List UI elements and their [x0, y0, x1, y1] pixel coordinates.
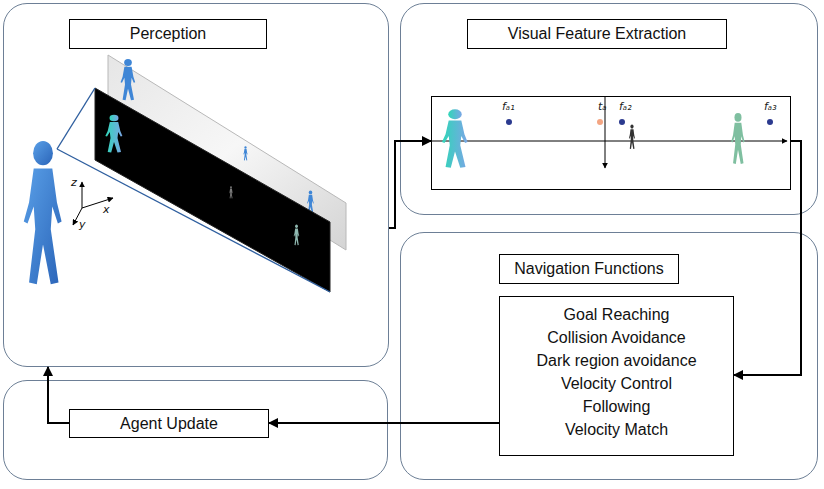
flow-arrow [734, 141, 801, 375]
flow-arrow [48, 367, 69, 423]
function-item: Dark region avoidance [500, 349, 733, 372]
feature-dot [619, 119, 625, 125]
feature-panel: Visual Feature Extraction fₐ₁ tₐ fₐ₂ fₐ₃ [400, 3, 818, 215]
view-ray [57, 88, 95, 149]
view-ray [57, 149, 330, 292]
target-dot [597, 119, 603, 125]
feature-image: fₐ₁ tₐ fₐ₂ fₐ₃ [431, 96, 791, 190]
perception-panel: Perception [3, 3, 389, 367]
function-item: Velocity Match [500, 418, 733, 441]
feature-dot [506, 119, 512, 125]
agent-figure [24, 141, 62, 284]
image-axis [430, 141, 787, 142]
pedestrian-figure [731, 113, 744, 164]
axis-label: x [103, 203, 110, 216]
function-item: Collision Avoidance [500, 326, 733, 349]
function-list: Goal ReachingCollision AvoidanceDark reg… [499, 296, 734, 456]
agent-update-panel: Agent Update [3, 380, 388, 480]
pedestrian-figure [229, 186, 233, 198]
panel-title: Navigation Functions [499, 254, 679, 284]
panel-title: Agent Update [69, 409, 269, 438]
function-item: Velocity Control [500, 372, 733, 395]
pedestrian-figure [442, 109, 468, 167]
feature-label: fₐ₃ [764, 100, 777, 113]
axis-line [82, 182, 83, 208]
pedestrian-figure [307, 190, 314, 213]
feature-label: tₐ [598, 100, 607, 113]
function-item: Goal Reaching [500, 303, 733, 326]
flow-arrow [389, 141, 431, 228]
depth-image-plane [95, 88, 330, 292]
pedestrian-figure [629, 125, 635, 150]
pedestrian-figure [121, 59, 136, 100]
pedestrian-figure [294, 224, 299, 245]
axis-label: z [71, 176, 77, 189]
image-plane [108, 55, 346, 250]
pedestrian-figure [105, 115, 122, 153]
panel-title: Visual Feature Extraction [467, 19, 727, 49]
navigation-panel: Navigation FunctionsGoal ReachingCollisi… [400, 232, 818, 480]
pedestrian-figure [243, 146, 247, 160]
feature-dot [767, 119, 773, 125]
feature-label: fₐ₁ [502, 100, 515, 113]
feature-label: fₐ₂ [619, 100, 632, 113]
image-axis [605, 96, 606, 168]
function-item: Following [500, 395, 733, 418]
axis-label: y [79, 218, 86, 231]
panel-title: Perception [69, 19, 267, 49]
flow-arrow [269, 422, 499, 424]
